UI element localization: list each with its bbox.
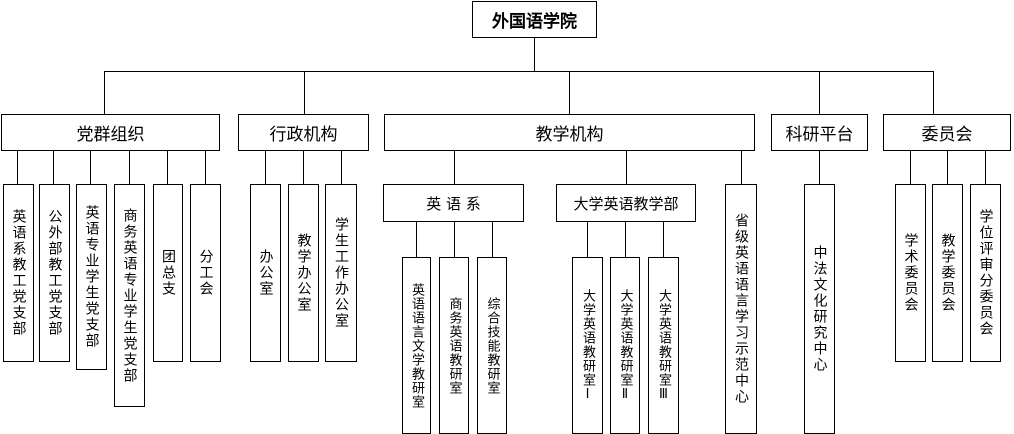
category-committee: 委员会 [883,114,1011,151]
admin-child-box: 学生工作办公室 [325,184,357,362]
research-child-box: 中法文化研究中心 [804,184,835,434]
committee-child-box: 教学委员会 [932,184,963,362]
teaching-center-box: 省级英语语言学习示范中心 [725,184,757,434]
party-child-box: 公外部教工党支部 [39,184,70,362]
category-party: 党群组织 [1,114,220,151]
college-english-child-box: 大学英语教研室Ⅲ [648,257,679,434]
root-node: 外国语学院 [472,1,597,38]
party-child-box: 分工会 [190,184,221,362]
committee-child-box: 学术委员会 [895,184,926,362]
department-college-english: 大学英语教学部 [556,184,696,222]
party-child-box: 商务英语专业学生党支部 [114,184,145,407]
college-english-child-box: 大学英语教研室Ⅰ [572,257,603,434]
party-child-box: 英语专业学生党支部 [76,184,107,370]
department-english: 英 语 系 [383,184,524,222]
category-admin: 行政机构 [238,114,369,151]
college-english-child-box: 大学英语教研室Ⅱ [610,257,640,434]
english-dept-child-box: 英语语言文学教研室 [402,257,431,434]
category-teaching: 教学机构 [384,114,755,151]
category-research: 科研平台 [771,114,868,151]
admin-child-box: 办公室 [250,184,281,362]
party-child-box: 英语系教工党支部 [3,184,34,362]
party-child-box: 团总支 [153,184,183,362]
committee-child-box: 学位评审分委员会 [970,184,1001,362]
english-dept-child-box: 商务英语教研室 [439,257,469,434]
english-dept-child-box: 综合技能教研室 [477,257,507,434]
admin-child-box: 教学办公室 [288,184,319,362]
